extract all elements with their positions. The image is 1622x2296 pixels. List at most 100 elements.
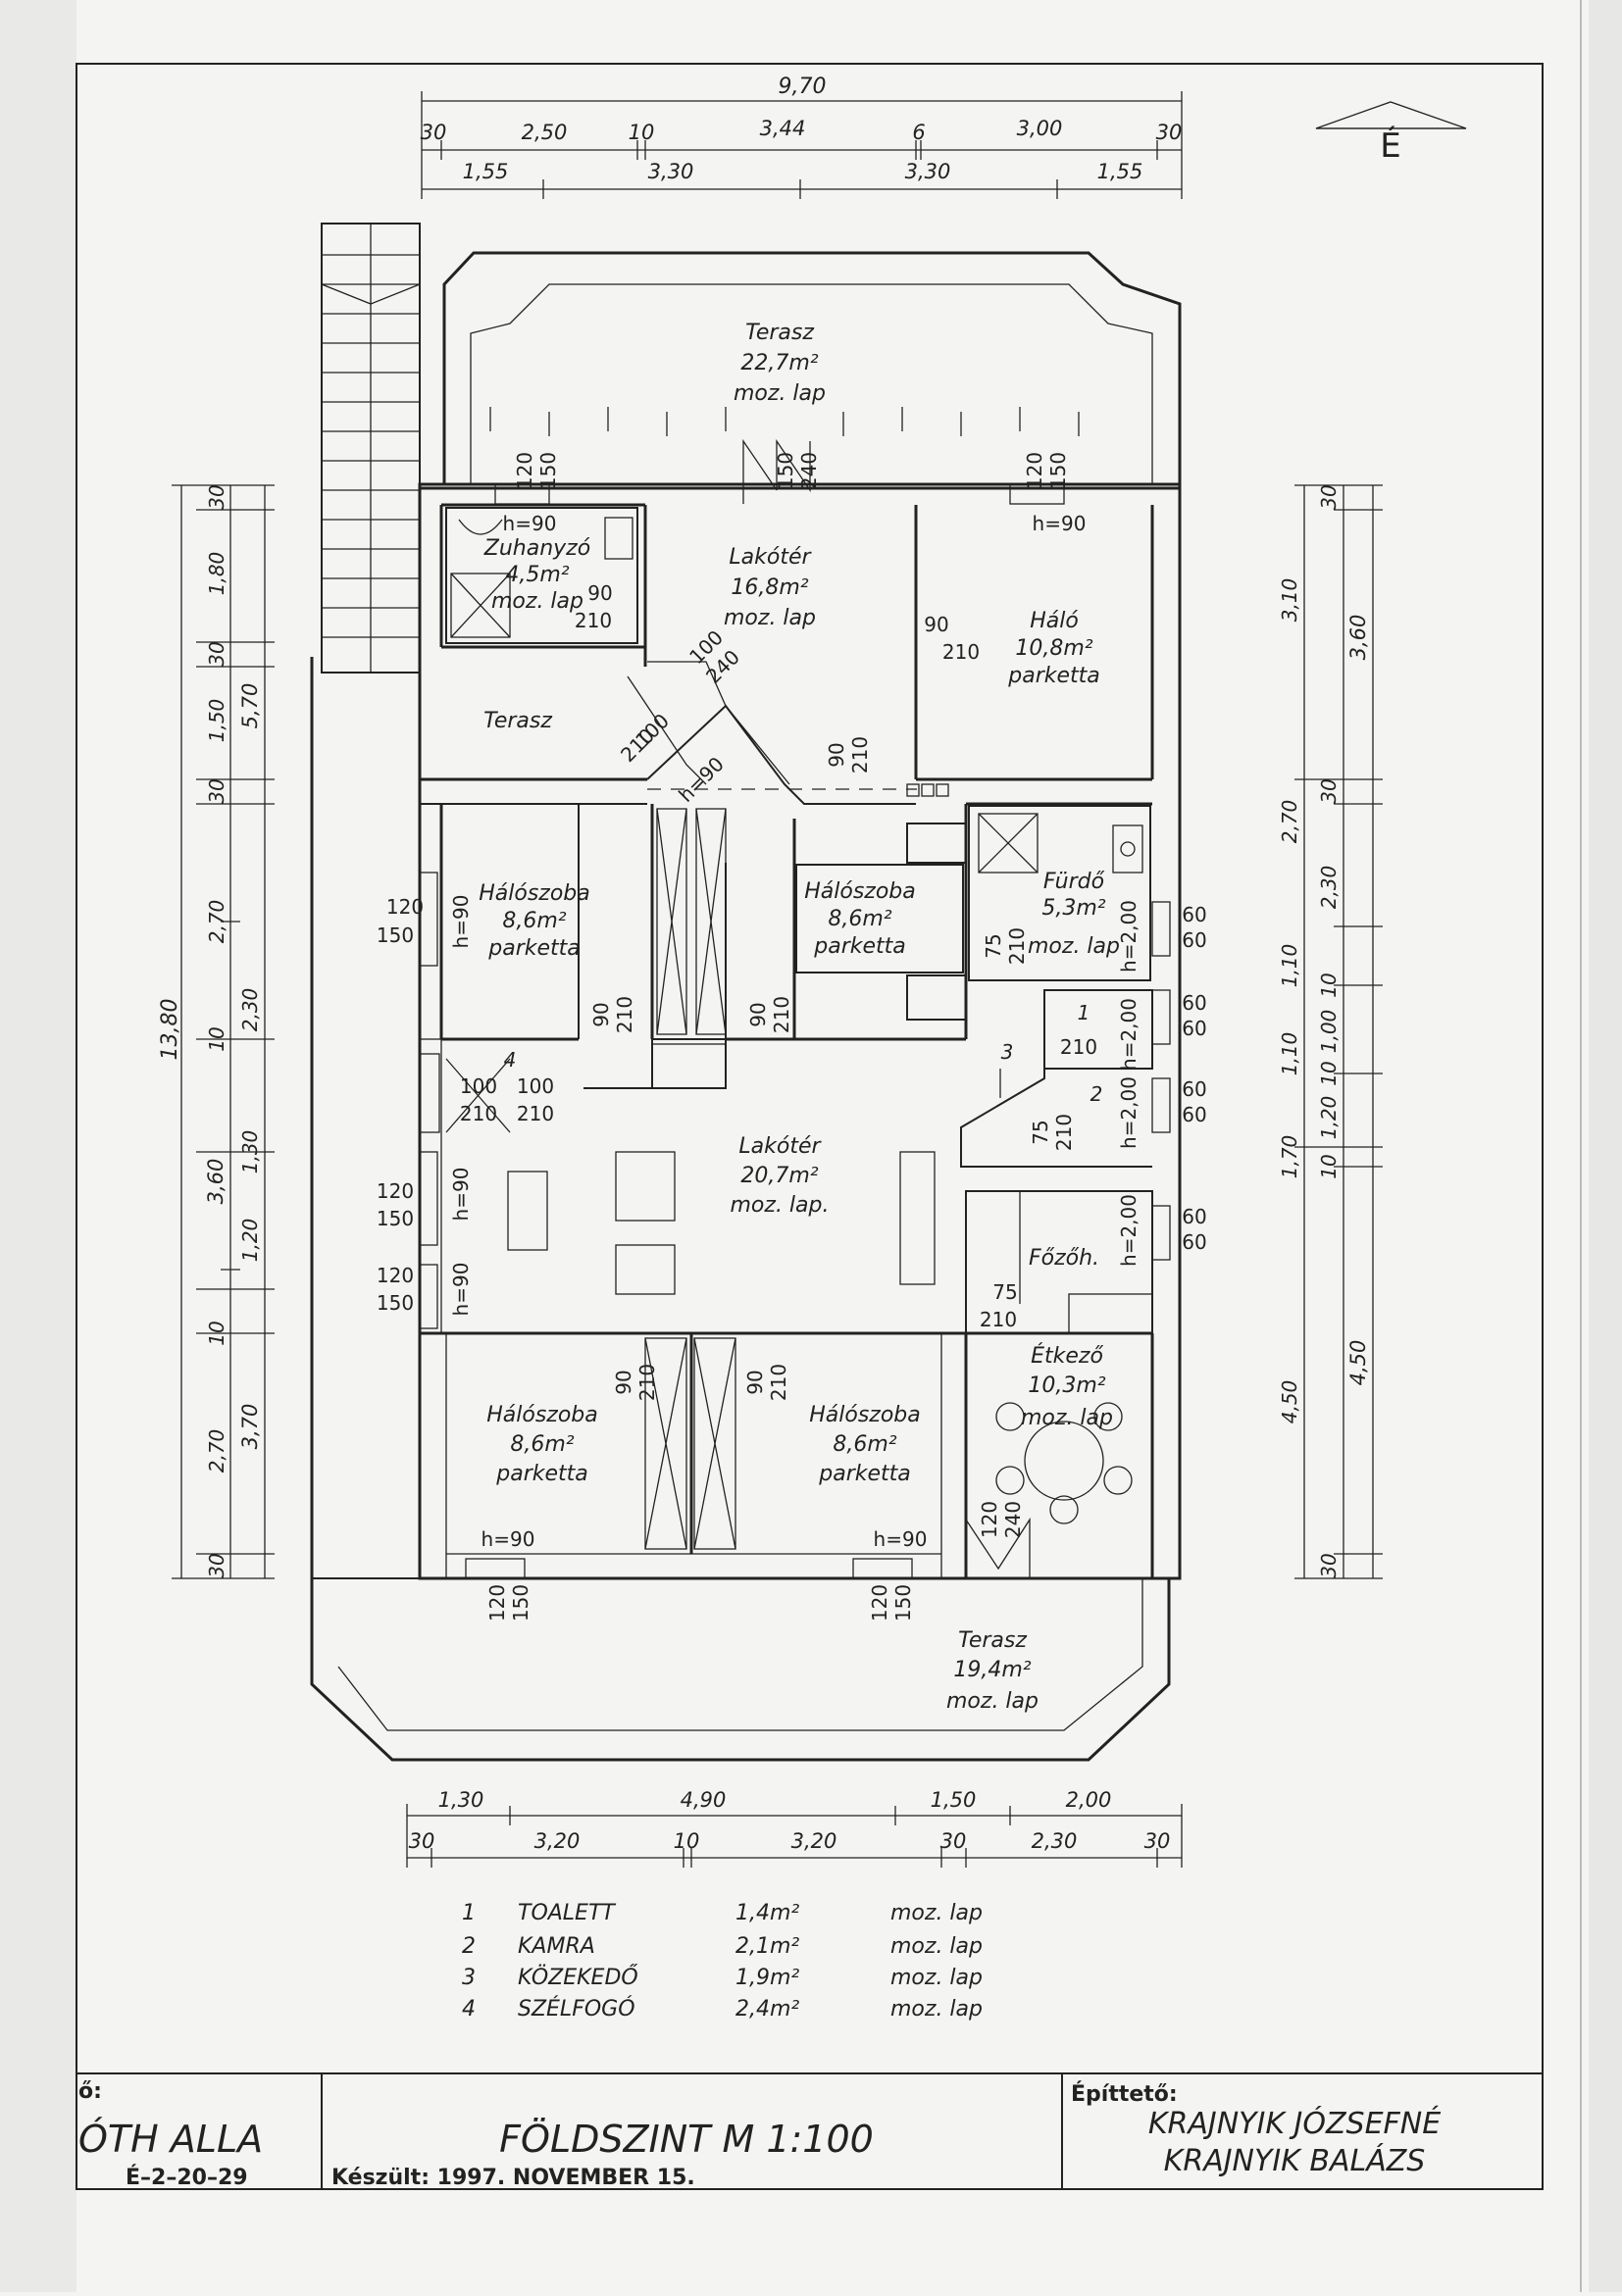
dim-left-label: 30: [205, 778, 228, 803]
opening-label: 90: [746, 1002, 770, 1026]
dim-right-label: 10: [1317, 1154, 1341, 1178]
dim-top-label: 3,30: [905, 160, 951, 183]
room-number: 3: [1001, 1040, 1014, 1064]
height-label: h=90: [482, 1527, 535, 1551]
bottom-dimension-lines: [406, 1804, 1183, 1868]
room-floor: parketta: [495, 1462, 588, 1486]
room-name: Terasz: [745, 321, 814, 345]
dim-right-label: 3,60: [1346, 615, 1370, 661]
dim-overall-width: 9,70: [779, 75, 827, 99]
opening-label: 75: [982, 933, 1005, 958]
room-name: Hálószoba: [809, 1403, 921, 1427]
room-floor: parketta: [818, 1462, 911, 1486]
opening-label: 150: [1046, 452, 1070, 489]
opening-label: 90: [587, 581, 612, 605]
opening-label: 120: [513, 452, 536, 489]
opening-label: 150: [536, 452, 560, 489]
height-label: h=2,00: [1117, 1194, 1140, 1267]
legend-number: 1: [462, 1901, 476, 1925]
room-name: Hálószoba: [486, 1403, 598, 1427]
dim-left-label: 1,50: [205, 699, 228, 743]
room-name: Főzőh.: [1029, 1246, 1099, 1271]
bathroom-furdo: [968, 805, 1151, 981]
opening-label: 75: [992, 1280, 1017, 1304]
opening-label: 60: [1182, 1103, 1206, 1126]
opening-label: 150: [377, 1291, 414, 1315]
room-area: 8,6m²: [510, 1432, 574, 1457]
opening-label: 120: [978, 1501, 1001, 1538]
opening-label: 60: [1182, 1017, 1206, 1040]
opening-label: 210: [460, 1102, 497, 1125]
height-label: h=90: [449, 895, 473, 949]
dim-right-label: 30: [1317, 484, 1341, 509]
opening-label: 210: [613, 996, 636, 1033]
room-floor: parketta: [487, 936, 581, 961]
room-area: 8,6m²: [502, 909, 566, 933]
opening-label: 150: [509, 1584, 532, 1622]
dim-right-label: 4,50: [1346, 1340, 1370, 1386]
dim-right-label: 2,70: [1278, 800, 1301, 844]
dim-right-label: 2,30: [1317, 866, 1341, 910]
opening-label: 60: [1182, 1230, 1206, 1254]
legend-name: KÖZEKEDŐ: [518, 1965, 638, 1990]
room-floor: moz. lap: [724, 606, 816, 630]
dim-bottom-label: 30: [409, 1829, 435, 1853]
height-label: h=90: [503, 512, 557, 535]
opening-label: 90: [589, 1002, 613, 1026]
drawing-title: FÖLDSZINT M 1:100: [499, 2118, 874, 2161]
opening-label: 90: [612, 1370, 635, 1394]
dim-top-label: 1,55: [1097, 160, 1143, 183]
room-area: 5,3m²: [1041, 896, 1105, 921]
height-label: h=90: [674, 752, 729, 807]
drawing-frame: [76, 63, 1544, 2190]
dining-table: [1024, 1421, 1104, 1501]
room-name: Étkező: [1031, 1343, 1103, 1369]
dim-left-label: 2,30: [238, 988, 262, 1032]
room-area: 19,4m²: [953, 1658, 1031, 1682]
room-floor: moz. lap: [1028, 934, 1120, 959]
dim-bottom-label: 4,90: [681, 1788, 727, 1812]
legend-area: 1,4m²: [735, 1901, 799, 1925]
dim-bottom-label: 3,20: [534, 1829, 581, 1853]
room-number: 1: [1078, 1001, 1090, 1024]
opening-label: 60: [1182, 1077, 1206, 1101]
designer-name: ÓTH ALLA: [78, 2118, 263, 2161]
height-label: h=2,00: [1117, 900, 1140, 973]
room-area: 10,3m²: [1028, 1373, 1105, 1398]
dim-top-label: 2,50: [522, 121, 568, 144]
legend-name: KAMRA: [518, 1934, 595, 1959]
dim-right-label: 4,50: [1278, 1380, 1301, 1424]
opening-label: 150: [774, 452, 797, 489]
legend-number: 2: [462, 1934, 476, 1959]
dim-bottom-label: 30: [1144, 1829, 1171, 1853]
dim-top-label: 3,30: [648, 160, 694, 183]
dim-right-label: 3,10: [1278, 578, 1301, 623]
top-dimension-lines: [421, 91, 1183, 199]
height-label: h=90: [449, 1263, 473, 1317]
dim-right-label: 30: [1317, 778, 1341, 803]
room-area: 10,8m²: [1015, 636, 1092, 661]
opening-label: 210: [848, 736, 872, 774]
opening-label: 210: [980, 1308, 1017, 1331]
opening-label: 210: [517, 1102, 554, 1125]
legend-floor: moz. lap: [890, 1997, 983, 2021]
dim-right-label: 1,20: [1317, 1096, 1341, 1140]
height-label: h=2,00: [1117, 1076, 1140, 1149]
dim-bottom-label: 1,30: [438, 1788, 484, 1812]
room-floor: moz. lap: [491, 589, 583, 614]
dim-right-label: 1,00: [1317, 1010, 1341, 1054]
opening-label: 210: [1060, 1035, 1097, 1059]
dim-top-label: 3,44: [760, 117, 806, 140]
opening-label: 120: [868, 1584, 891, 1622]
building-walls: [310, 223, 1182, 1762]
legend-area: 1,9m²: [735, 1966, 799, 1990]
stair-treads: [321, 254, 421, 638]
opening-label: 210: [942, 640, 980, 664]
terrace-ticks: [489, 407, 1080, 436]
dim-left-label: 3,70: [238, 1404, 262, 1450]
legend-number: 4: [462, 1997, 476, 2021]
opening-label: 120: [377, 1264, 414, 1287]
right-dimension-lines: [1294, 484, 1383, 1579]
